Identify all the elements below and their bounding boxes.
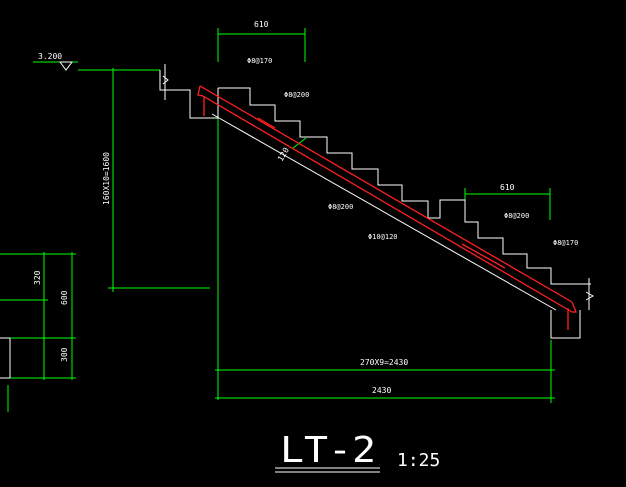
rebar-top-2: Φ8@200 xyxy=(284,91,309,99)
level-mark-icon xyxy=(59,61,73,71)
dim-top-left: 610 xyxy=(254,20,269,29)
rebar-lines xyxy=(197,85,577,330)
vertical-dim: 160X10=1600 xyxy=(102,152,111,205)
left-dim-1: 320 xyxy=(33,270,42,285)
slab-thickness: 120 xyxy=(276,146,291,163)
rebar-mid-1: Φ8@200 xyxy=(328,203,353,211)
rebar-mid-2: Φ10@120 xyxy=(368,233,398,241)
bottom-dim-1: 270X9=2430 xyxy=(360,358,408,367)
drawing-title: LT-2 xyxy=(280,430,376,471)
level-mark: 3.200 xyxy=(38,52,62,61)
left-dim-3: 300 xyxy=(60,347,69,362)
dimension-lines xyxy=(0,28,555,412)
drawing-scale: 1:25 xyxy=(397,450,440,471)
rebar-right-1: Φ8@200 xyxy=(504,212,529,220)
left-dim-2: 600 xyxy=(60,290,69,305)
rebar-top-1: Φ8@170 xyxy=(247,57,272,65)
stair-geometry xyxy=(0,64,595,379)
dim-top-right: 610 xyxy=(500,183,515,192)
rebar-right-2: Φ8@170 xyxy=(553,239,578,247)
bottom-dim-2: 2430 xyxy=(372,386,391,395)
